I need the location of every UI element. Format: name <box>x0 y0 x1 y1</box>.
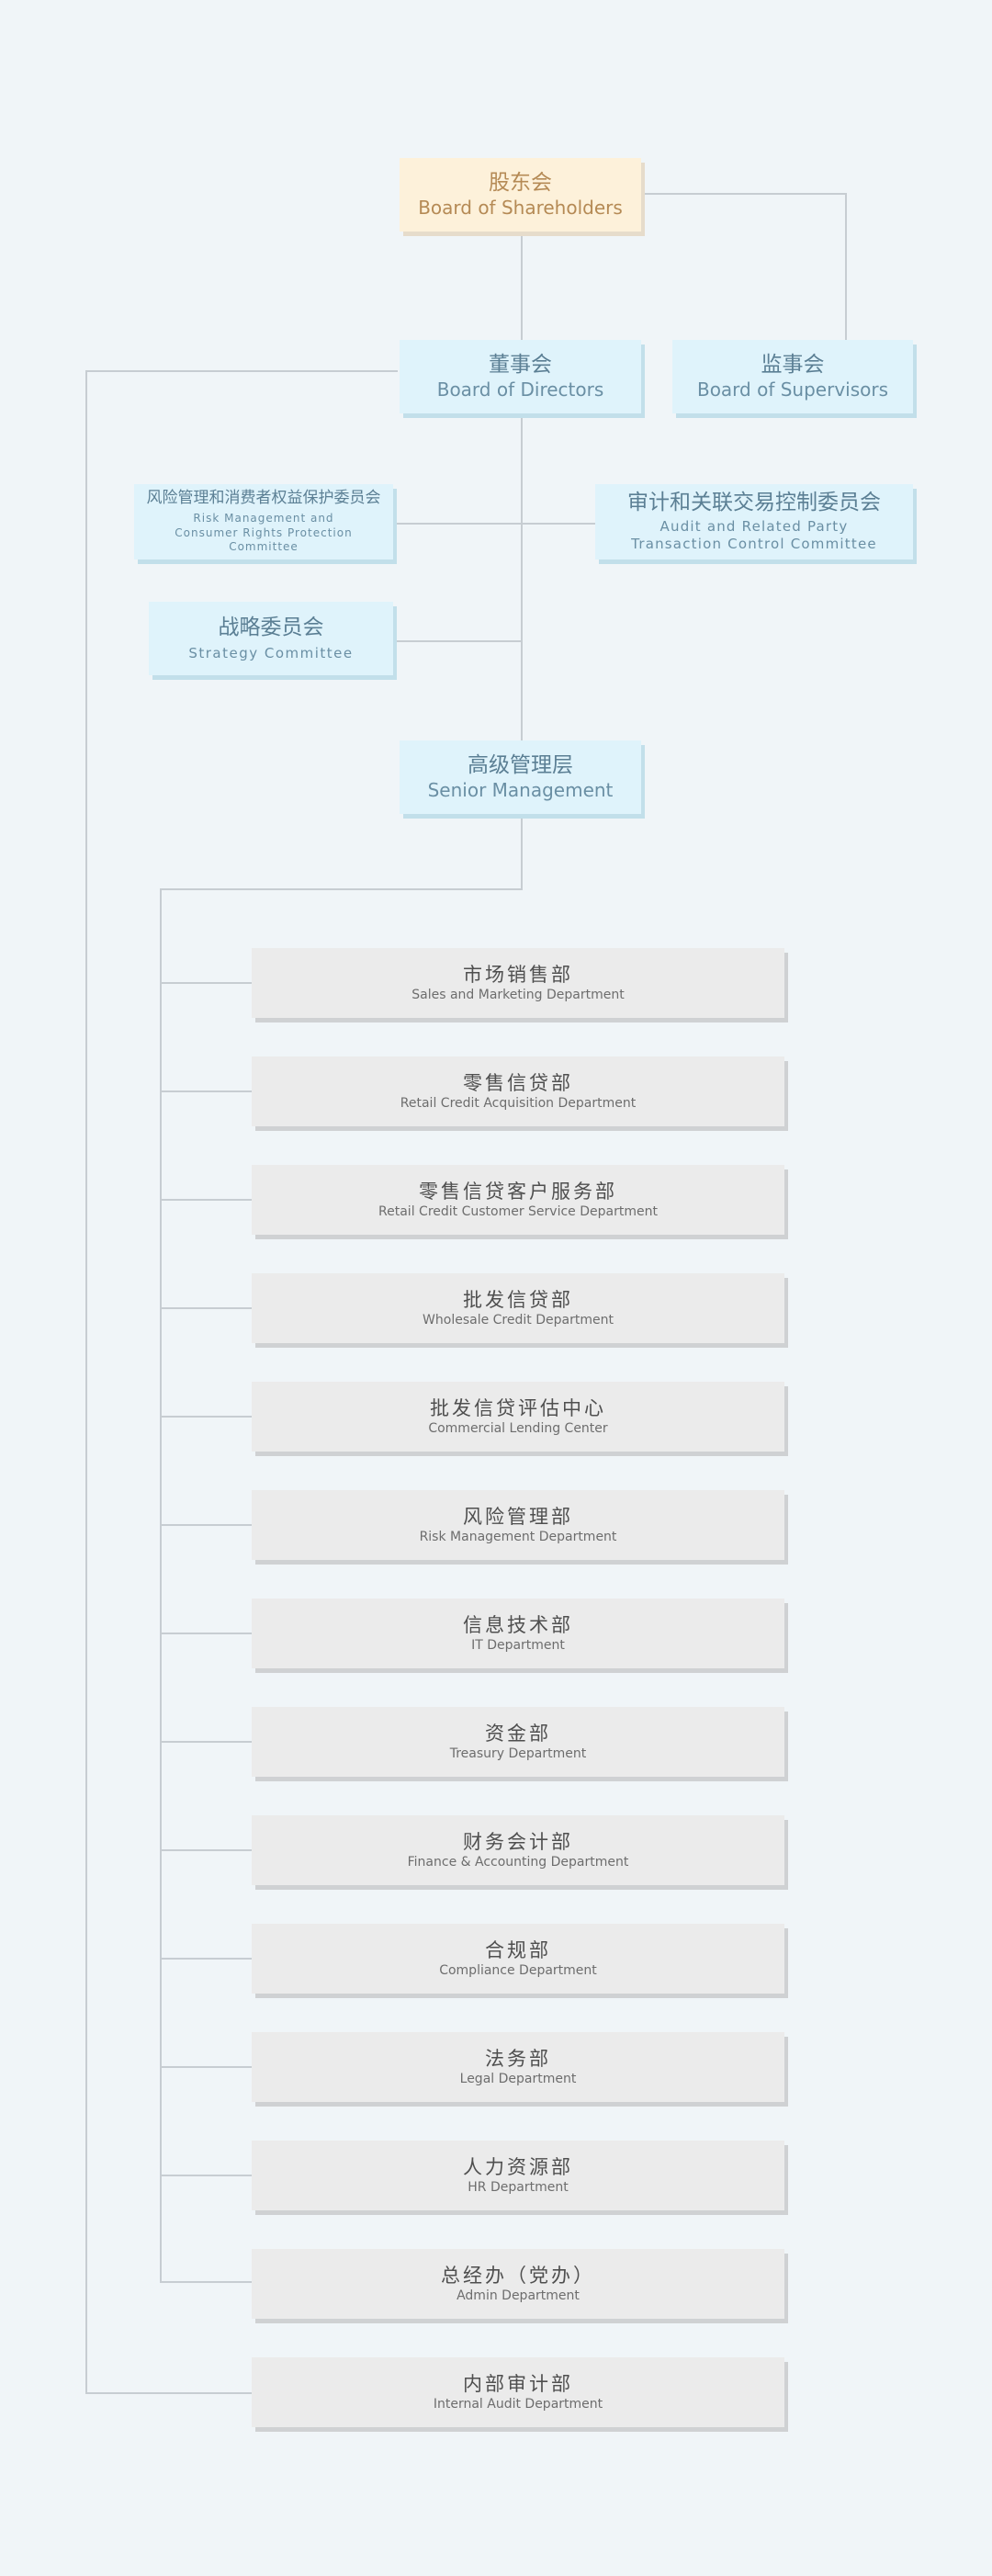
department-box-risk-management: 风险管理部 Risk Management Department <box>252 1490 784 1560</box>
shareholders-box: 股东会 Board of Shareholders <box>400 158 641 232</box>
department-en: Commercial Lending Center <box>428 1421 608 1437</box>
department-box-legal: 法务部 Legal Department <box>252 2032 784 2102</box>
internal-audit-zh: 内部审计部 <box>463 2372 573 2395</box>
connector-internal-audit <box>85 370 398 2394</box>
shareholders-en: Board of Shareholders <box>418 197 623 220</box>
directors-box: 董事会 Board of Directors <box>400 340 641 413</box>
senior-management-box: 高级管理层 Senior Management <box>400 740 641 814</box>
strategy-committee-zh: 战略委员会 <box>218 615 324 639</box>
department-zh: 批发信贷评估中心 <box>430 1396 606 1419</box>
directors-zh: 董事会 <box>489 352 552 377</box>
department-zh: 法务部 <box>485 2047 551 2070</box>
department-zh: 人力资源部 <box>463 2155 573 2178</box>
department-zh: 资金部 <box>485 1722 551 1745</box>
department-box-retail-service: 零售信贷客户服务部 Retail Credit Customer Service… <box>252 1165 784 1235</box>
department-zh: 风险管理部 <box>463 1505 573 1528</box>
risk-committee-zh: 风险管理和消费者权益保护委员会 <box>146 488 381 507</box>
department-box-retail-credit: 零售信贷部 Retail Credit Acquisition Departme… <box>252 1056 784 1126</box>
department-en: Retail Credit Customer Service Departmen… <box>378 1204 658 1220</box>
directors-en: Board of Directors <box>436 378 604 401</box>
department-zh: 财务会计部 <box>463 1830 573 1853</box>
department-en: Compliance Department <box>439 1963 597 1979</box>
audit-committee-en: Audit and Related Party Transaction Cont… <box>631 517 877 553</box>
strategy-committee-box: 战略委员会 Strategy Committee <box>149 602 393 675</box>
senior-management-en: Senior Management <box>427 779 614 802</box>
department-zh: 信息技术部 <box>463 1613 573 1636</box>
internal-audit-en: Internal Audit Department <box>433 2397 603 2412</box>
department-zh: 零售信贷部 <box>463 1071 573 1094</box>
supervisors-zh: 监事会 <box>761 352 825 377</box>
department-en: Risk Management Department <box>419 1530 617 1545</box>
department-box-commercial-lending: 批发信贷评估中心 Commercial Lending Center <box>252 1382 784 1452</box>
risk-committee-en: Risk Management and Consumer Rights Prot… <box>175 512 353 554</box>
department-zh: 零售信贷客户服务部 <box>419 1180 617 1203</box>
connector-management-departments <box>160 816 523 2283</box>
department-box-finance: 财务会计部 Finance & Accounting Department <box>252 1815 784 1885</box>
department-box-treasury: 资金部 Treasury Department <box>252 1707 784 1777</box>
department-en: Sales and Marketing Department <box>411 988 625 1003</box>
department-box-compliance: 合规部 Compliance Department <box>252 1924 784 1994</box>
supervisors-box: 监事会 Board of Supervisors <box>672 340 913 413</box>
senior-management-zh: 高级管理层 <box>468 752 573 777</box>
department-box-hr: 人力资源部 HR Department <box>252 2141 784 2210</box>
audit-committee-zh: 审计和关联交易控制委员会 <box>627 491 881 515</box>
department-en: IT Department <box>471 1638 565 1654</box>
internal-audit-box: 内部审计部 Internal Audit Department <box>252 2357 784 2427</box>
department-en: HR Department <box>468 2180 569 2196</box>
department-en: Wholesale Credit Department <box>423 1313 614 1328</box>
department-box-sales: 市场销售部 Sales and Marketing Department <box>252 948 784 1018</box>
supervisors-en: Board of Supervisors <box>696 378 889 401</box>
department-en: Admin Department <box>457 2288 580 2304</box>
shareholders-zh: 股东会 <box>489 170 552 195</box>
department-en: Legal Department <box>459 2072 577 2087</box>
department-zh: 合规部 <box>485 1938 551 1961</box>
department-en: Finance & Accounting Department <box>407 1855 629 1870</box>
department-zh: 批发信贷部 <box>463 1288 573 1311</box>
risk-committee-box: 风险管理和消费者权益保护委员会 Risk Management and Cons… <box>134 484 393 559</box>
department-zh: 市场销售部 <box>463 963 573 986</box>
department-box-admin: 总经办（党办） Admin Department <box>252 2249 784 2319</box>
connector-shareholders-supervisors <box>641 193 847 340</box>
department-box-wholesale-credit: 批发信贷部 Wholesale Credit Department <box>252 1273 784 1343</box>
department-en: Treasury Department <box>449 1746 587 1762</box>
strategy-committee-en: Strategy Committee <box>188 644 354 661</box>
audit-committee-box: 审计和关联交易控制委员会 Audit and Related Party Tra… <box>595 484 913 559</box>
department-zh: 总经办（党办） <box>441 2264 595 2287</box>
department-box-it: 信息技术部 IT Department <box>252 1599 784 1668</box>
department-en: Retail Credit Acquisition Department <box>400 1096 637 1112</box>
